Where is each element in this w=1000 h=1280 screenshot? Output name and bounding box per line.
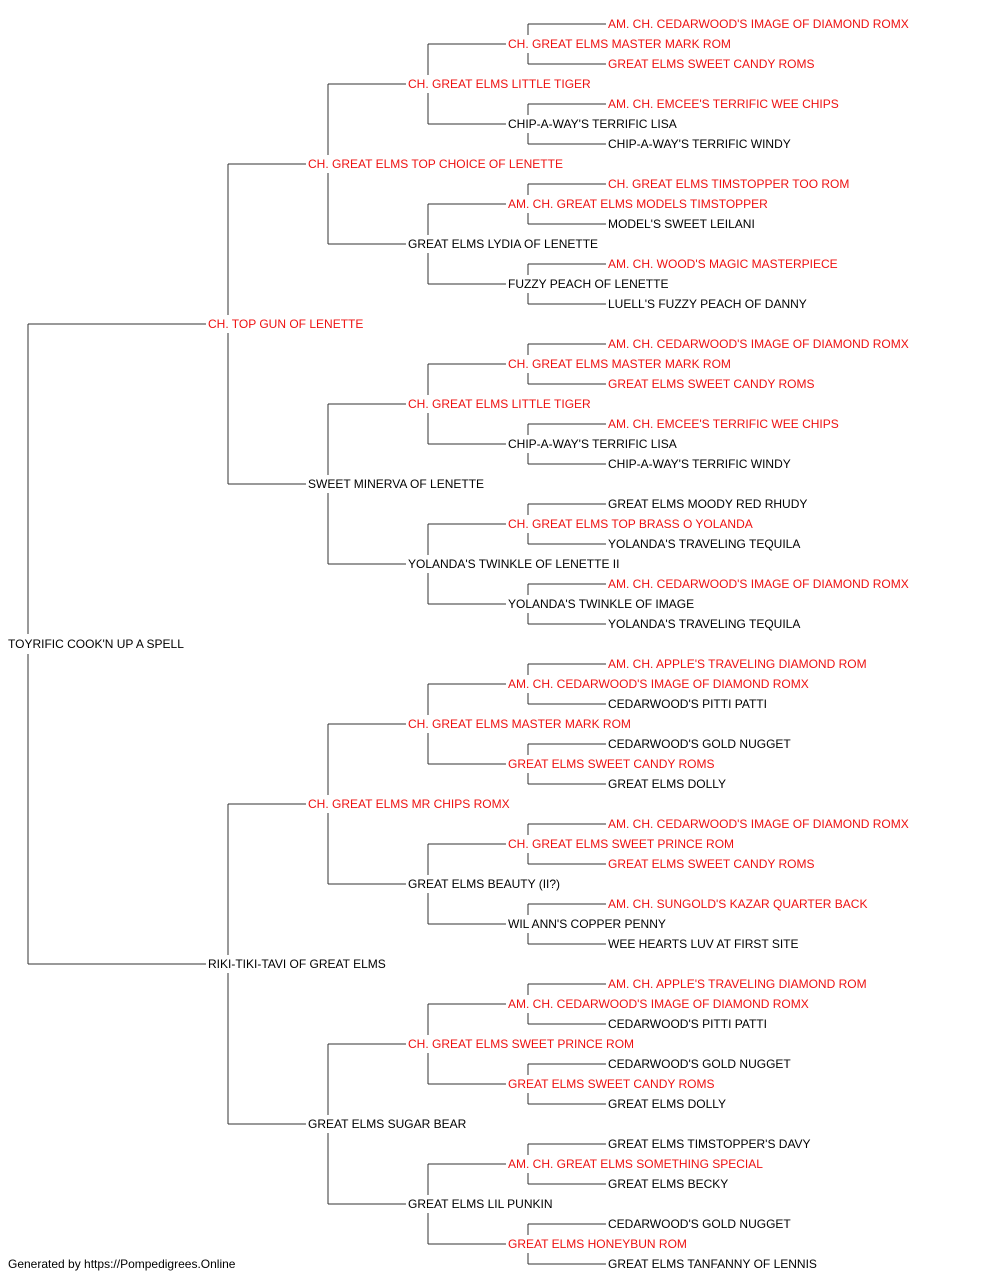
ggg-grandparent-name: GREAT ELMS TANFANNY OF LENNIS xyxy=(608,1257,817,1271)
parent-name: RIKI-TIKI-TAVI OF GREAT ELMS xyxy=(208,957,386,971)
subject-name: TOYRIFIC COOK'N UP A SPELL xyxy=(8,637,184,651)
ggg-grandparent-name: CHIP-A-WAY'S TERRIFIC WINDY xyxy=(608,137,791,151)
grandparent-name: CH. GREAT ELMS MR CHIPS ROMX xyxy=(308,797,510,811)
gg-grandparent-name: CH. GREAT ELMS SWEET PRINCE ROM xyxy=(508,837,734,851)
ggg-grandparent-name: LUELL'S FUZZY PEACH OF DANNY xyxy=(608,297,807,311)
gg-grandparent-name: AM. CH. CEDARWOOD'S IMAGE OF DIAMOND ROM… xyxy=(508,677,809,691)
ggg-grandparent-name: CEDARWOOD'S PITTI PATTI xyxy=(608,1017,767,1031)
ggg-grandparent-name: CEDARWOOD'S GOLD NUGGET xyxy=(608,1217,791,1231)
great-grandparent-name: CH. GREAT ELMS LITTLE TIGER xyxy=(408,397,591,411)
great-grandparent-name: GREAT ELMS LIL PUNKIN xyxy=(408,1197,553,1211)
great-grandparent-name: YOLANDA'S TWINKLE OF LENETTE II xyxy=(408,557,619,571)
ggg-grandparent-name: GREAT ELMS DOLLY xyxy=(608,777,726,791)
ggg-grandparent-name: AM. CH. SUNGOLD'S KAZAR QUARTER BACK xyxy=(608,897,867,911)
gg-grandparent-name: CH. GREAT ELMS MASTER MARK ROM xyxy=(508,37,731,51)
ggg-grandparent-name: AM. CH. APPLE'S TRAVELING DIAMOND ROM xyxy=(608,977,867,991)
ggg-grandparent-name: YOLANDA'S TRAVELING TEQUILA xyxy=(608,617,800,631)
gg-grandparent-name: AM. CH. GREAT ELMS SOMETHING SPECIAL xyxy=(508,1157,763,1171)
ggg-grandparent-name: AM. CH. APPLE'S TRAVELING DIAMOND ROM xyxy=(608,657,867,671)
ggg-grandparent-name: AM. CH. CEDARWOOD'S IMAGE OF DIAMOND ROM… xyxy=(608,577,909,591)
ggg-grandparent-name: AM. CH. WOOD'S MAGIC MASTERPIECE xyxy=(608,257,838,271)
great-grandparent-name: GREAT ELMS LYDIA OF LENETTE xyxy=(408,237,598,251)
gg-grandparent-name: CHIP-A-WAY'S TERRIFIC LISA xyxy=(508,117,677,131)
ggg-grandparent-name: GREAT ELMS BECKY xyxy=(608,1177,728,1191)
great-grandparent-name: CH. GREAT ELMS SWEET PRINCE ROM xyxy=(408,1037,634,1051)
grandparent-name: GREAT ELMS SUGAR BEAR xyxy=(308,1117,467,1131)
gg-grandparent-name: GREAT ELMS SWEET CANDY ROMS xyxy=(508,757,714,771)
ggg-grandparent-name: CEDARWOOD'S GOLD NUGGET xyxy=(608,1057,791,1071)
gg-grandparent-name: YOLANDA'S TWINKLE OF IMAGE xyxy=(508,597,694,611)
gg-grandparent-name: GREAT ELMS HONEYBUN ROM xyxy=(508,1237,687,1251)
ggg-grandparent-name: GREAT ELMS MOODY RED RHUDY xyxy=(608,497,807,511)
great-grandparent-name: CH. GREAT ELMS MASTER MARK ROM xyxy=(408,717,631,731)
ggg-grandparent-name: WEE HEARTS LUV AT FIRST SITE xyxy=(608,937,799,951)
ggg-grandparent-name: GREAT ELMS SWEET CANDY ROMS xyxy=(608,57,814,71)
ggg-grandparent-name: GREAT ELMS TIMSTOPPER'S DAVY xyxy=(608,1137,811,1151)
ggg-grandparent-name: CEDARWOOD'S GOLD NUGGET xyxy=(608,737,791,751)
ggg-grandparent-name: MODEL'S SWEET LEILANI xyxy=(608,217,755,231)
ggg-grandparent-name: AM. CH. EMCEE'S TERRIFIC WEE CHIPS xyxy=(608,97,839,111)
ggg-grandparent-name: YOLANDA'S TRAVELING TEQUILA xyxy=(608,537,800,551)
ggg-grandparent-name: AM. CH. CEDARWOOD'S IMAGE OF DIAMOND ROM… xyxy=(608,817,909,831)
gg-grandparent-name: AM. CH. GREAT ELMS MODELS TIMSTOPPER xyxy=(508,197,768,211)
grandparent-name: CH. GREAT ELMS TOP CHOICE OF LENETTE xyxy=(308,157,563,171)
grandparent-name: SWEET MINERVA OF LENETTE xyxy=(308,477,484,491)
gg-grandparent-name: AM. CH. CEDARWOOD'S IMAGE OF DIAMOND ROM… xyxy=(508,997,809,1011)
ggg-grandparent-name: CH. GREAT ELMS TIMSTOPPER TOO ROM xyxy=(608,177,849,191)
ggg-grandparent-name: AM. CH. CEDARWOOD'S IMAGE OF DIAMOND ROM… xyxy=(608,17,909,31)
ggg-grandparent-name: CEDARWOOD'S PITTI PATTI xyxy=(608,697,767,711)
ggg-grandparent-name: AM. CH. CEDARWOOD'S IMAGE OF DIAMOND ROM… xyxy=(608,337,909,351)
ggg-grandparent-name: GREAT ELMS SWEET CANDY ROMS xyxy=(608,377,814,391)
ggg-grandparent-name: AM. CH. EMCEE'S TERRIFIC WEE CHIPS xyxy=(608,417,839,431)
ggg-grandparent-name: GREAT ELMS SWEET CANDY ROMS xyxy=(608,857,814,871)
gg-grandparent-name: WIL ANN'S COPPER PENNY xyxy=(508,917,666,931)
footer-credit: Generated by https://Pompedigrees.Online xyxy=(8,1257,236,1271)
gg-grandparent-name: FUZZY PEACH OF LENETTE xyxy=(508,277,668,291)
ggg-grandparent-name: CHIP-A-WAY'S TERRIFIC WINDY xyxy=(608,457,791,471)
gg-grandparent-name: CH. GREAT ELMS MASTER MARK ROM xyxy=(508,357,731,371)
ggg-grandparent-name: GREAT ELMS DOLLY xyxy=(608,1097,726,1111)
gg-grandparent-name: CHIP-A-WAY'S TERRIFIC LISA xyxy=(508,437,677,451)
great-grandparent-name: GREAT ELMS BEAUTY (II?) xyxy=(408,877,560,891)
parent-name: CH. TOP GUN OF LENETTE xyxy=(208,317,363,331)
great-grandparent-name: CH. GREAT ELMS LITTLE TIGER xyxy=(408,77,591,91)
gg-grandparent-name: GREAT ELMS SWEET CANDY ROMS xyxy=(508,1077,714,1091)
gg-grandparent-name: CH. GREAT ELMS TOP BRASS O YOLANDA xyxy=(508,517,753,531)
